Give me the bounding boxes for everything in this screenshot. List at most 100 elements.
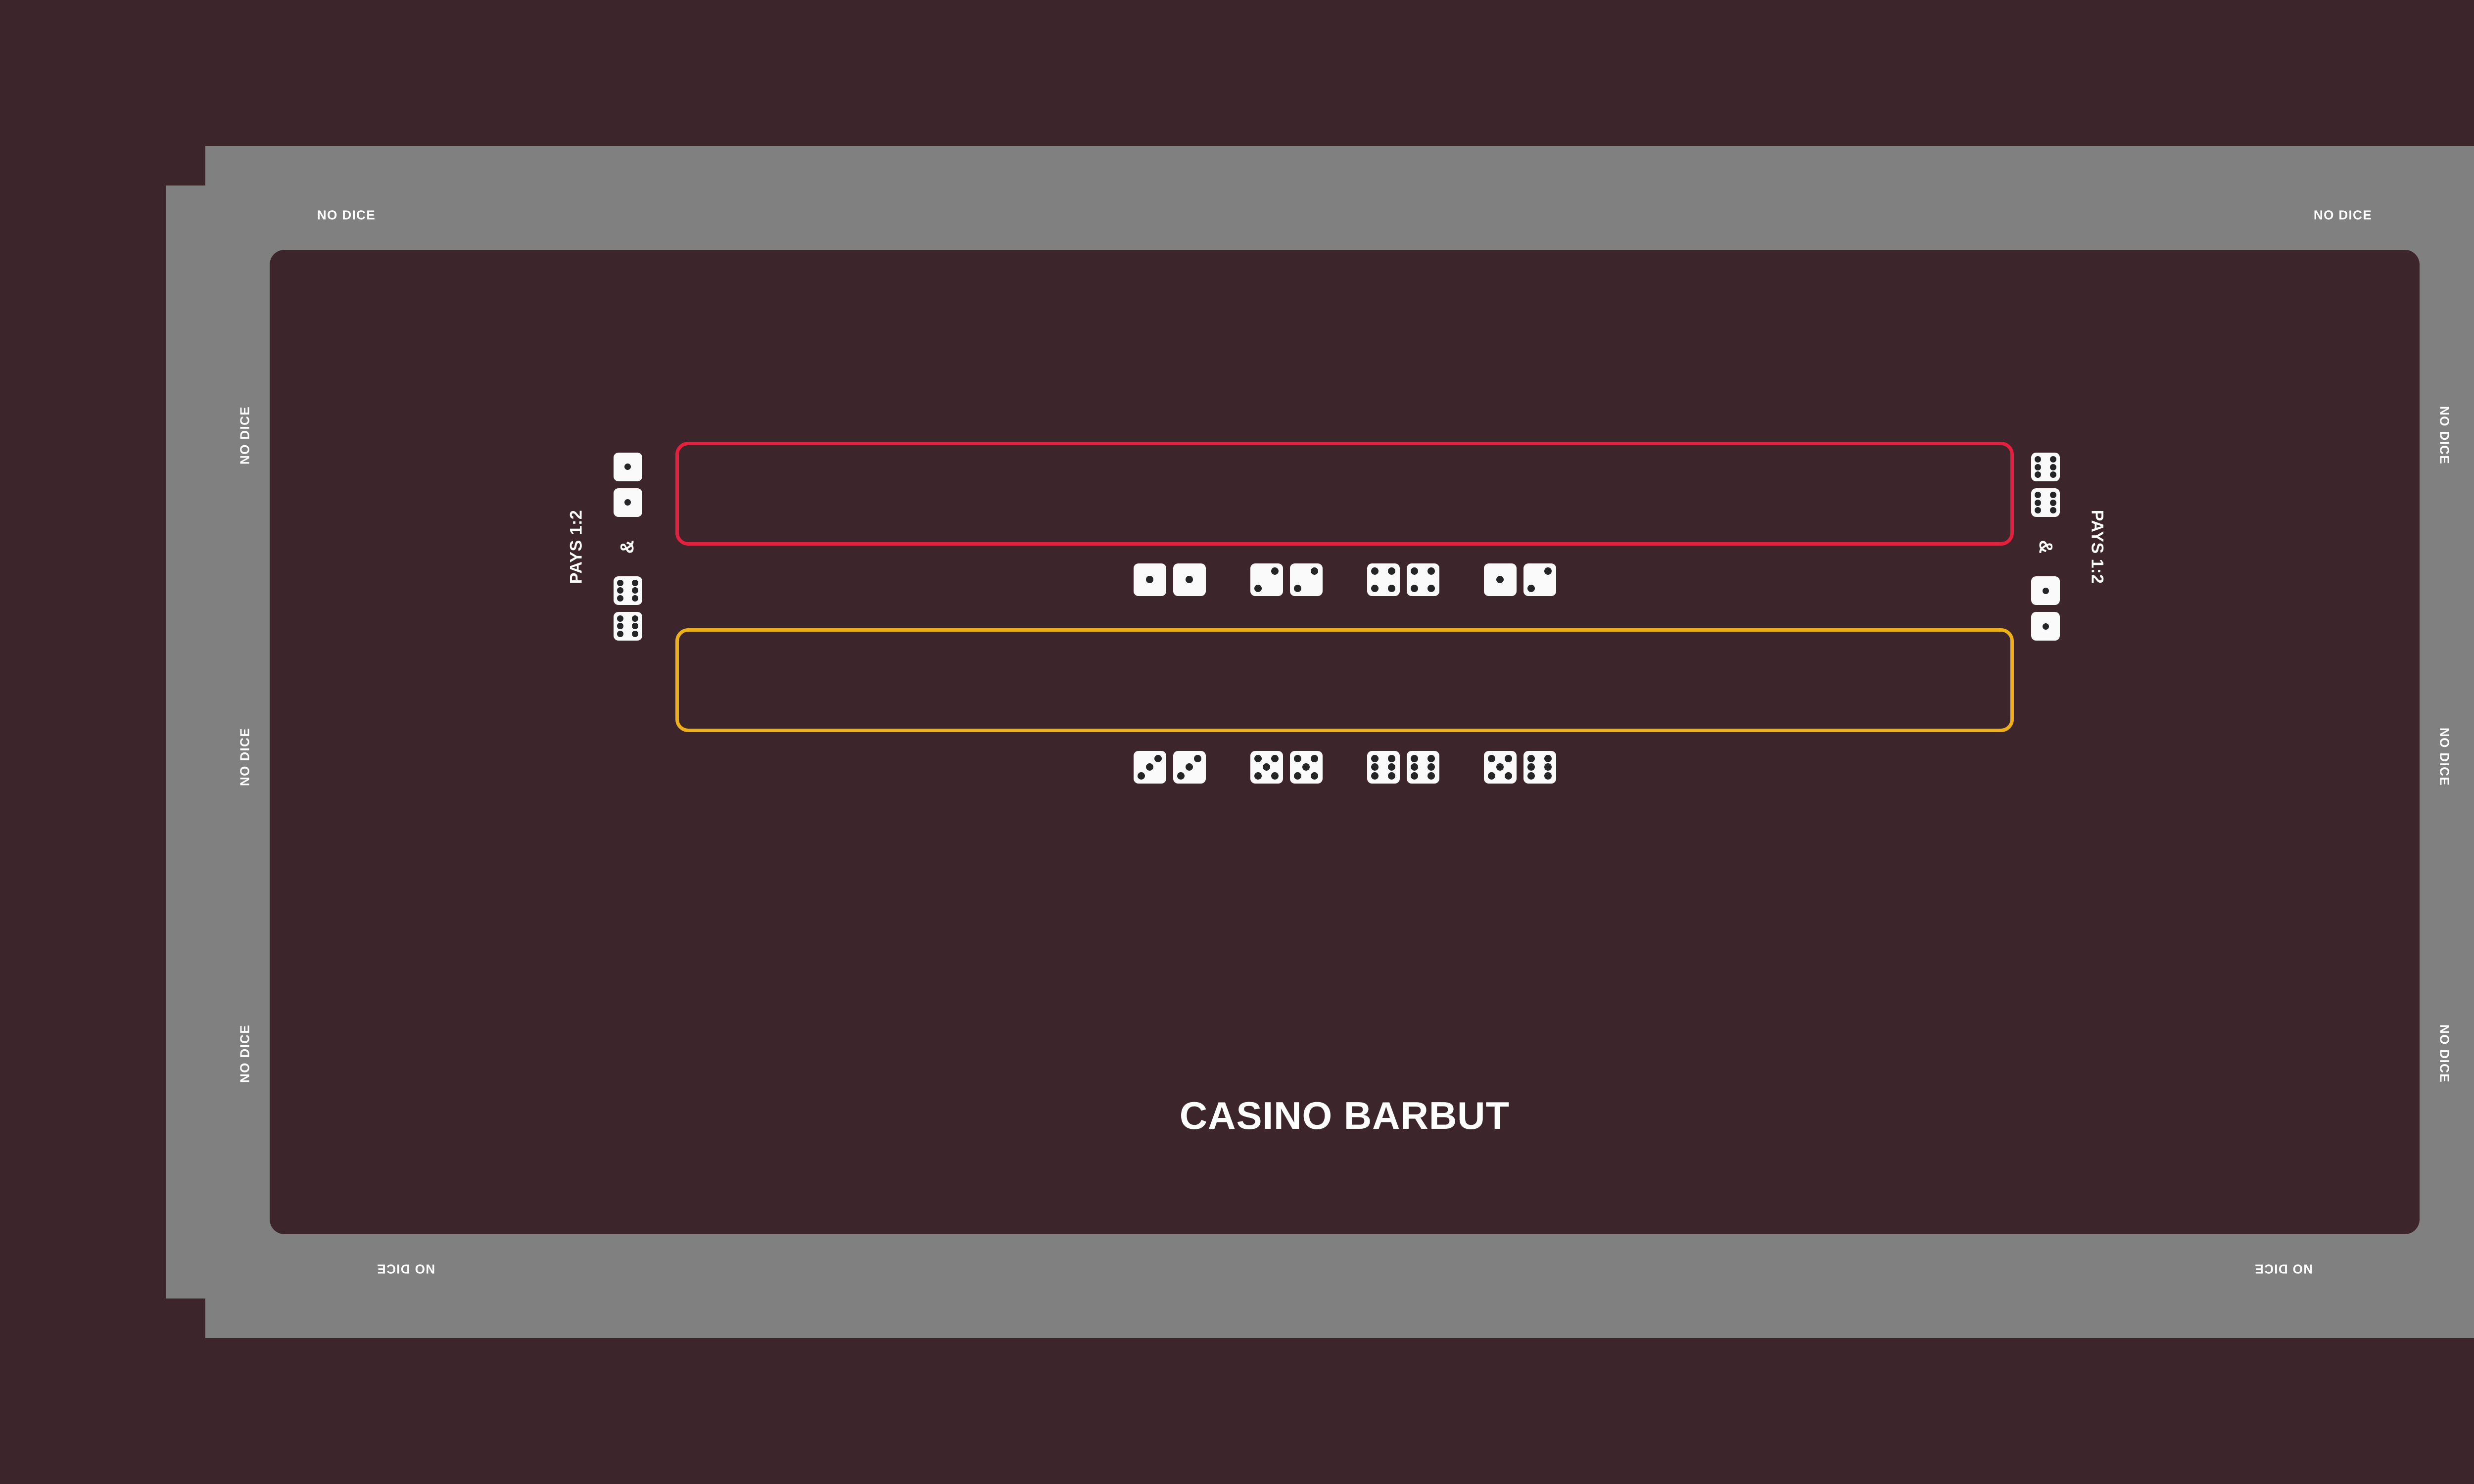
die-face-5 [1483,751,1517,784]
die-face-2 [1289,563,1323,596]
die-pip [1371,567,1379,575]
no-dice-label-bottom-left: NO DICE [376,1261,435,1277]
pays-label-left: PAYS 1:2 [567,510,586,584]
die-pip [1544,755,1552,763]
die-face-6 [2031,488,2060,517]
side-dice-group-right-bottom [2031,576,2060,641]
die-pip [2042,623,2049,630]
die-face-1 [613,488,642,517]
die-pip [632,595,639,602]
dice-pair [1133,751,1206,784]
die-face-3 [1173,751,1206,784]
ampersand-icon: & [617,540,638,554]
die-pip [1410,584,1418,592]
die-face-2 [1523,563,1556,596]
no-dice-label-top-right: NO DICE [2313,207,2373,223]
die-pip [617,587,623,594]
die-face-4 [1367,563,1400,596]
corner-mask-bl [166,1298,205,1338]
die-pip [1527,755,1535,763]
die-face-1 [1483,563,1517,596]
die-pip [1388,567,1396,575]
corner-mask-tl [166,146,205,186]
die-pip [2049,499,2056,506]
die-face-1 [613,453,642,481]
bet-box-red[interactable] [675,442,2014,546]
die-face-5 [1250,751,1283,784]
die-pip [1527,584,1535,592]
die-pip [617,630,623,637]
die-pip [617,595,623,602]
die-pip [2049,471,2056,478]
die-pip [1410,567,1418,575]
die-pip [2049,492,2056,499]
die-face-6 [1406,751,1439,784]
page-title: CASINO BARBUT [1179,1094,1510,1137]
die-pip [1527,772,1535,780]
die-pip [2049,456,2056,463]
die-pip [1177,772,1185,780]
die-pip [632,630,639,637]
die-pip [617,623,623,630]
no-dice-label-right-middle: NO DICE [2437,727,2452,787]
die-pip [632,615,639,622]
die-face-6 [1367,751,1400,784]
no-dice-label-right-lower: NO DICE [2437,1024,2452,1083]
die-pip [1311,755,1319,763]
die-pip [1410,755,1418,763]
die-pip [1388,763,1396,771]
bet-box-yellow[interactable] [675,628,2014,732]
side-panel-left: PAYS 1:2 & [539,453,642,641]
die-pip [2042,587,2049,594]
die-pip [2035,499,2042,506]
die-pip [1410,763,1418,771]
side-dice-group-left-top [613,453,642,517]
die-pip [2035,471,2042,478]
die-pip [1544,772,1552,780]
dice-pair [1250,751,1323,784]
die-pip [1505,755,1513,763]
die-face-4 [1406,563,1439,596]
die-pip [632,623,639,630]
dice-pair [1367,751,1439,784]
die-pip [1427,772,1435,780]
no-dice-label-left-upper: NO DICE [237,406,252,465]
side-panel-right: & PAYS 1:2 [2031,453,2134,641]
dice-row-red-combinations [675,563,2014,596]
dice-row-yellow-combinations [675,751,2014,784]
dice-pair [1250,563,1323,596]
die-pip [617,615,623,622]
side-dice-group-right-top [2031,453,2060,517]
die-pip [1487,772,1495,780]
die-pip [624,464,631,470]
die-pip [1311,772,1319,780]
die-face-6 [1523,751,1556,784]
die-pip [1154,755,1162,763]
die-pip [1194,755,1202,763]
die-pip [1487,755,1495,763]
die-pip [1293,584,1301,592]
die-pip [1544,567,1552,575]
die-pip [1262,763,1270,771]
die-pip [2049,464,2056,470]
die-pip [1496,576,1504,584]
die-pip [1427,567,1435,575]
die-pip [1388,772,1396,780]
dice-pair [1483,751,1556,784]
no-dice-label-right-upper: NO DICE [2437,406,2452,465]
side-dice-group-left-bottom [613,576,642,641]
die-pip [1371,755,1379,763]
no-dice-zone-bottom-strip [166,1234,2474,1338]
die-pip [1254,584,1262,592]
die-face-2 [1250,563,1283,596]
die-pip [1185,763,1193,771]
die-pip [1505,772,1513,780]
die-pip [1427,584,1435,592]
die-pip [2035,464,2042,470]
die-face-5 [1289,751,1323,784]
die-pip [1271,772,1279,780]
dice-pair [1133,563,1206,596]
die-pip [632,587,639,594]
die-face-1 [1173,563,1206,596]
